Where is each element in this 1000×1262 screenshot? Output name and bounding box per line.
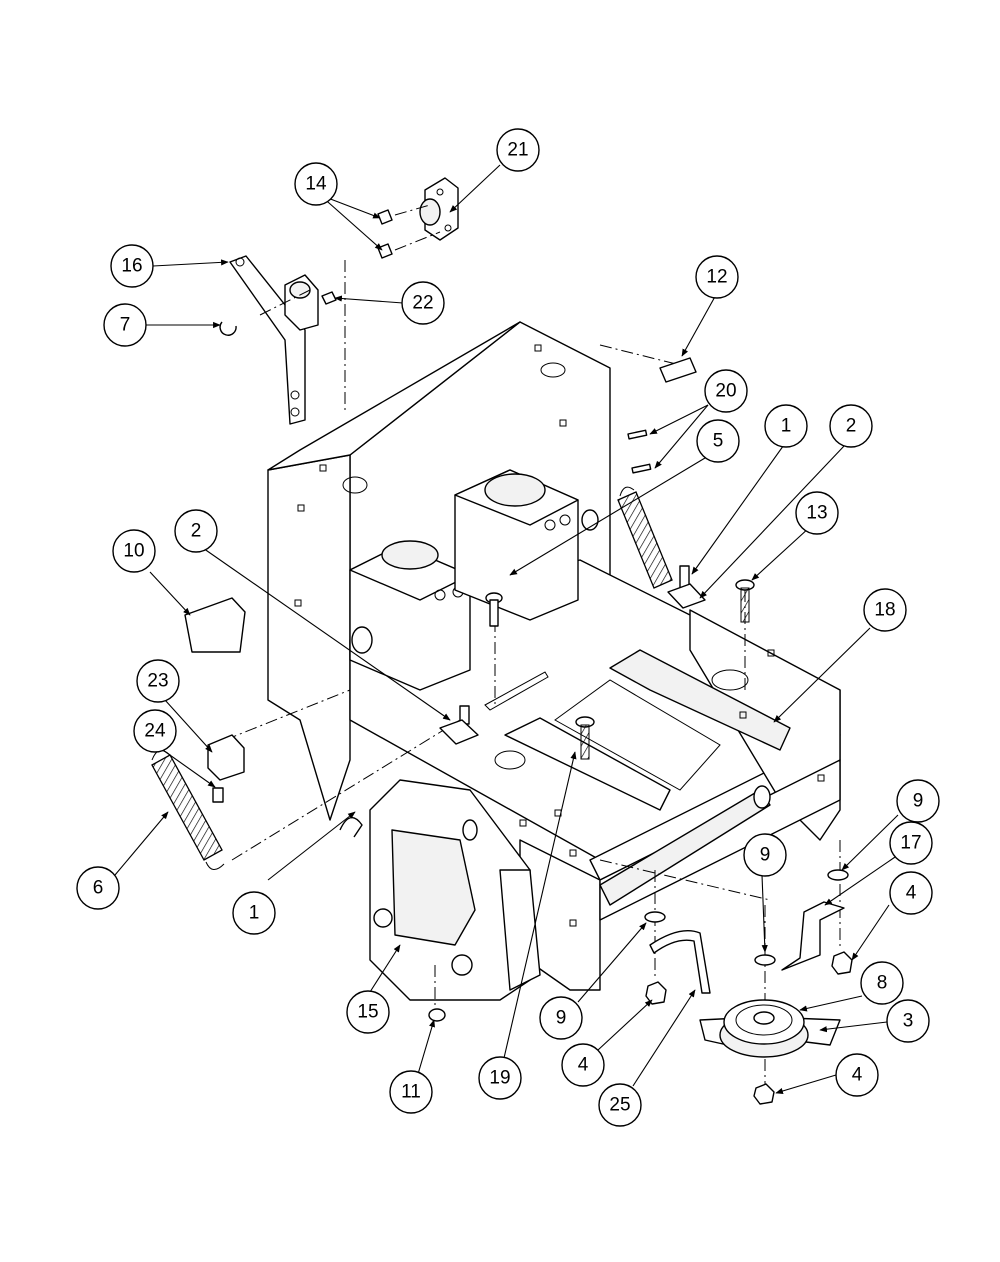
callout-9-center: 9 xyxy=(743,833,787,877)
svg-text:1: 1 xyxy=(781,416,792,437)
callout-8: 8 xyxy=(860,961,904,1005)
bolts-and-washers xyxy=(184,357,853,1105)
svg-text:2: 2 xyxy=(191,521,202,542)
callout-9-right: 9 xyxy=(896,779,940,823)
svg-text:9: 9 xyxy=(913,791,924,812)
callout-25: 25 xyxy=(598,1083,642,1127)
callout-18: 18 xyxy=(863,588,907,632)
svg-text:4: 4 xyxy=(906,883,917,904)
svg-text:6: 6 xyxy=(93,878,104,899)
callout-13: 13 xyxy=(795,491,839,535)
caster-mount xyxy=(369,779,541,1001)
callout-2-lower: 2 xyxy=(174,509,218,553)
callout-1-upper: 1 xyxy=(764,404,808,448)
callout-10: 10 xyxy=(112,529,156,573)
svg-text:24: 24 xyxy=(144,721,166,742)
svg-text:20: 20 xyxy=(715,381,736,402)
callout-20: 20 xyxy=(704,369,748,413)
svg-text:8: 8 xyxy=(877,973,888,994)
svg-text:17: 17 xyxy=(900,833,921,854)
callout-7: 7 xyxy=(103,303,147,347)
idler-pulley xyxy=(699,999,841,1058)
hydro-pump-left xyxy=(349,540,471,691)
callout-17: 17 xyxy=(889,821,933,865)
svg-text:9: 9 xyxy=(760,845,771,866)
extension-spring-upper xyxy=(617,486,673,589)
callout-4-bottom: 4 xyxy=(835,1053,879,1097)
svg-text:4: 4 xyxy=(578,1055,589,1076)
callout-21: 21 xyxy=(496,128,540,172)
callout-24: 24 xyxy=(133,709,177,753)
callout-15: 15 xyxy=(346,990,390,1034)
svg-text:22: 22 xyxy=(412,293,433,314)
hydro-pump-right xyxy=(454,469,599,621)
svg-text:7: 7 xyxy=(120,315,131,336)
callout-22: 22 xyxy=(401,281,445,325)
callout-2-upper: 2 xyxy=(829,404,873,448)
callout-5: 5 xyxy=(696,419,740,463)
callout-14: 14 xyxy=(294,162,338,206)
pump-lever xyxy=(219,255,337,425)
svg-text:4: 4 xyxy=(852,1065,863,1086)
svg-text:25: 25 xyxy=(609,1095,630,1116)
callout-3: 3 xyxy=(886,999,930,1043)
leader-lines xyxy=(114,164,899,1094)
callout-12: 12 xyxy=(695,255,739,299)
svg-text:5: 5 xyxy=(713,431,724,452)
svg-text:16: 16 xyxy=(121,256,142,277)
callout-4-left: 4 xyxy=(561,1043,605,1087)
svg-text:10: 10 xyxy=(123,541,144,562)
svg-text:1: 1 xyxy=(249,903,260,924)
svg-text:21: 21 xyxy=(507,140,528,161)
callout-23: 23 xyxy=(136,659,180,703)
svg-text:11: 11 xyxy=(401,1082,421,1103)
svg-text:2: 2 xyxy=(846,416,857,437)
callout-16: 16 xyxy=(110,244,154,288)
svg-text:13: 13 xyxy=(806,503,827,524)
pivot-bracket xyxy=(377,177,459,259)
callouts: 21 14 16 22 7 12 20 5 1 2 13 10 2 18 23 … xyxy=(76,128,940,1127)
svg-text:9: 9 xyxy=(556,1008,567,1029)
svg-text:23: 23 xyxy=(147,671,168,692)
svg-text:12: 12 xyxy=(706,267,727,288)
svg-text:3: 3 xyxy=(903,1011,914,1032)
callout-11: 11 xyxy=(389,1070,433,1114)
callout-9-left: 9 xyxy=(539,996,583,1040)
callout-6: 6 xyxy=(76,866,120,910)
svg-text:18: 18 xyxy=(874,600,895,621)
svg-text:19: 19 xyxy=(489,1068,510,1089)
svg-text:15: 15 xyxy=(357,1002,378,1023)
callout-4-right: 4 xyxy=(889,871,933,915)
callout-19: 19 xyxy=(478,1056,522,1100)
svg-text:14: 14 xyxy=(305,174,327,195)
callout-1-lower: 1 xyxy=(232,891,276,935)
